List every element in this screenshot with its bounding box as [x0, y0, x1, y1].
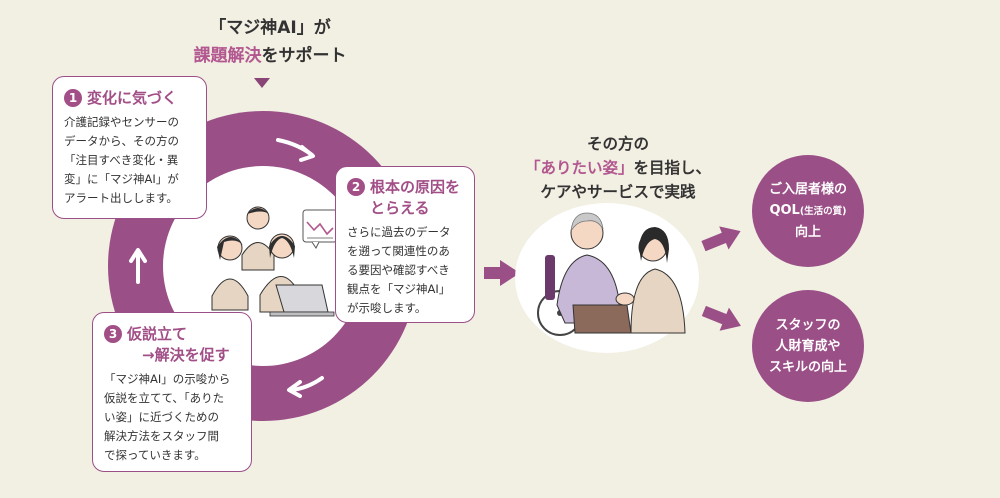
step-2-body-line: を遡って関連性のあ: [347, 244, 450, 258]
step-1-body: 介護記録やセンサーの データから、その方の 「注目すべき変化・異 変」に「マジ神…: [64, 113, 196, 208]
practice-line-3: ケアやサービスで実践: [540, 183, 696, 201]
step-1-title: 1 変化に気づく: [64, 88, 196, 109]
cycle-arrow-top-icon: [276, 138, 315, 162]
step-3-title: 3 仮説立て: [104, 324, 241, 345]
outcome-staff-text: スタッフの 人財育成や スキルの向上: [769, 315, 847, 378]
step-1-body-line: 変」に「マジ神AI」が: [64, 172, 179, 186]
outcome-qol: ご入居者様の QOL(生活の質) 向上: [752, 155, 864, 267]
outcome-staff-line3: スキルの向上: [768, 359, 847, 375]
step-3-body-line: い姿」に近づくための: [104, 410, 219, 424]
step-1-body-line: データから、その方の: [64, 134, 179, 148]
step-3-body-line: 解決方法をスタッフ間: [104, 429, 219, 443]
outcome-staff-line2: 人財育成や: [775, 338, 841, 354]
outcome-qol-line3: 向上: [794, 225, 821, 240]
practice-accent: 「ありたい姿」: [524, 159, 634, 177]
up-right-arrow-icon: [701, 226, 741, 252]
diagram-heading: 「マジ神AI」が 課題解決をサポート: [170, 14, 370, 70]
cycle-arrow-bottom-icon: [287, 376, 324, 398]
step-2-body-line: さらに過去のデータ: [347, 225, 451, 239]
outcome-qol-note: (生活の質): [799, 206, 847, 217]
outcome-qol-text: ご入居者様の QOL(生活の質) 向上: [769, 179, 847, 243]
step-2-body-line: る要因や確認すべき: [347, 263, 450, 277]
outcome-qol-line2: QOL(生活の質): [769, 200, 847, 222]
down-right-arrow-icon: [701, 305, 741, 331]
heading-accent: 課題解決: [193, 46, 262, 66]
outcome-staff-line1: スタッフの: [775, 317, 841, 333]
step-card-2: 2 根本の原因を とらえる さらに過去のデータ を遡って関連性のあ る要因や確認す…: [335, 166, 475, 323]
step-2-title: 2 根本の原因を: [347, 177, 465, 198]
caregiver-with-resident-illustration: [537, 212, 686, 336]
step-3-title-text: 仮説立て: [127, 325, 188, 343]
step-1-number-badge: 1: [64, 89, 82, 107]
step-1-body-line: 「注目すべき変化・異: [64, 153, 179, 167]
step-2-body-line: が示唆します。: [347, 301, 427, 315]
step-3-body-line: 仮説を立てて、「ありた: [104, 391, 225, 405]
step-3-number-badge: 3: [104, 325, 122, 343]
step-2-body-line: 観点を「マジ神AI」: [347, 282, 451, 296]
step-card-3: 3 仮説立て →解決を促す 「マジ神AI」の示唆から 仮説を立てて、「ありた い姿…: [92, 312, 252, 472]
outcome-qol-line1: ご入居者様の: [768, 182, 847, 197]
cycle-arrow-left-icon: [129, 248, 147, 284]
right-arrow-icon: [484, 260, 520, 286]
practice-heading: その方の 「ありたい姿」を目指し、 ケアやサービスで実践: [520, 132, 716, 204]
step-1-title-text: 変化に気づく: [87, 89, 178, 107]
outcome-qol-main: QOL: [769, 203, 800, 218]
step-3-title-line2: →解決を促す: [142, 346, 230, 364]
practice-line-2-rest: を目指し、: [633, 159, 712, 177]
step-1-body-line: 介護記録やセンサーの: [64, 115, 179, 129]
practice-line-2: 「ありたい姿」を目指し、: [520, 156, 716, 180]
step-2-body: さらに過去のデータ を遡って関連性のあ る要因や確認すべき 観点を「マジ神AI」…: [347, 223, 465, 318]
heading-line-2: 課題解決をサポート: [170, 42, 370, 70]
heading-rest: をサポート: [261, 46, 347, 66]
step-card-1: 1 変化に気づく 介護記録やセンサーの データから、その方の 「注目すべき変化・異…: [52, 76, 207, 219]
step-2-title-text: 根本の原因を: [370, 178, 461, 196]
outcome-staff: スタッフの 人財育成や スキルの向上: [752, 290, 864, 402]
step-3-body-line: で探っていきます。: [104, 448, 206, 462]
step-3-body-line: 「マジ神AI」の示唆から: [104, 372, 231, 386]
practice-line-1: その方の: [586, 135, 649, 153]
step-2-number-badge: 2: [347, 178, 365, 196]
step-1-body-line: アラート出しします。: [64, 191, 178, 205]
step-2-title-line2: とらえる: [370, 199, 430, 217]
down-triangle-icon: [254, 78, 270, 88]
heading-line-1: 「マジ神AI」が: [209, 18, 331, 38]
staff-meeting-illustration: [211, 206, 338, 317]
step-3-body: 「マジ神AI」の示唆から 仮説を立てて、「ありた い姿」に近づくための 解決方法…: [104, 370, 241, 465]
